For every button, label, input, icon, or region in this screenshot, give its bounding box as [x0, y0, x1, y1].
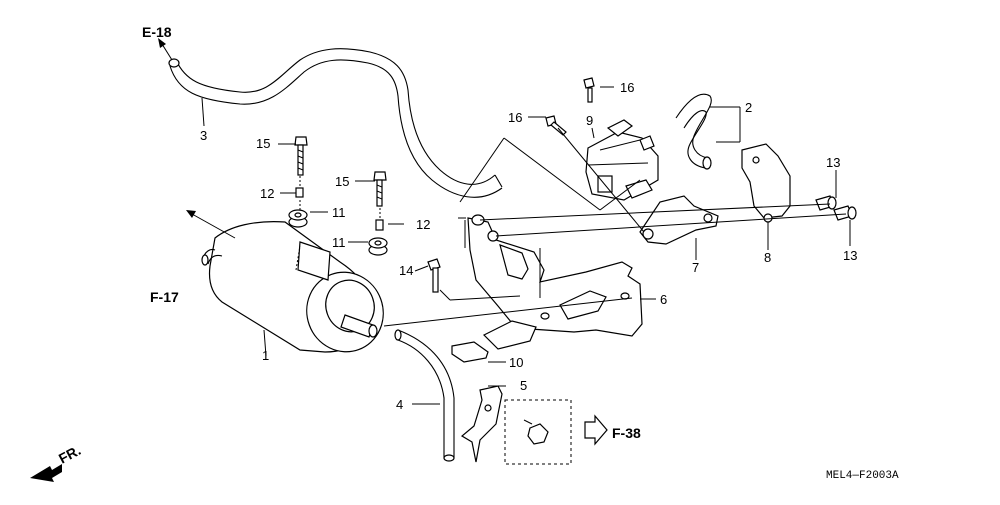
callout-1: 1 [262, 348, 269, 363]
callout-11-lower: 11 [332, 235, 346, 250]
ref-front: FR. [56, 442, 83, 467]
collar-12-left [295, 187, 304, 198]
ref-f17: F-17 [150, 289, 179, 305]
callout-12-right: 12 [416, 217, 430, 232]
mount-11-left [288, 209, 308, 228]
valve-9 [585, 119, 659, 201]
arrow-e18-icon [158, 38, 173, 61]
callout-2: 2 [745, 100, 752, 115]
bolt-13-upper [815, 195, 837, 211]
collar-12-right [375, 219, 384, 231]
callout-13-lower: 13 [843, 248, 857, 263]
bolt-16-lower [545, 115, 567, 136]
callout-15-left: 15 [256, 136, 270, 151]
callout-16-lower: 16 [508, 110, 522, 125]
callout-10: 10 [509, 355, 523, 370]
hose-4 [394, 329, 455, 462]
arrow-f17-icon [186, 210, 236, 239]
hose-2 [675, 93, 712, 170]
bracket-7 [639, 195, 719, 245]
callout-7: 7 [692, 260, 699, 275]
callout-3: 3 [200, 128, 207, 143]
bracket-6 [467, 214, 643, 350]
clip-5 [460, 385, 503, 463]
bracket-8 [741, 143, 791, 223]
canister-1 [201, 221, 384, 353]
detail-box [504, 399, 572, 465]
bolt-16-upper [583, 77, 595, 103]
callout-14: 14 [399, 263, 413, 278]
callout-9: 9 [586, 113, 593, 128]
callout-12-left: 12 [260, 186, 274, 201]
callout-13-upper: 13 [826, 155, 840, 170]
leader-lines [201, 86, 851, 405]
front-arrow-icon [30, 464, 62, 482]
diagram-code: MEL4—F2003A [826, 470, 899, 482]
bolt-15-left [294, 136, 308, 176]
ref-f38: F-38 [612, 425, 641, 441]
callout-6: 6 [660, 292, 667, 307]
callout-5: 5 [520, 378, 527, 393]
bolt-13-lower [833, 205, 857, 221]
callout-15-right: 15 [335, 174, 349, 189]
ref-e18: E-18 [142, 24, 172, 40]
bolt-15-right [373, 171, 387, 207]
mount-11-right [368, 237, 388, 256]
arrow-f38-icon [584, 414, 608, 446]
callout-16-upper: 16 [620, 80, 634, 95]
hose-3 [168, 48, 503, 198]
bolt-14 [427, 258, 441, 293]
callout-8: 8 [764, 250, 771, 265]
callout-4: 4 [396, 397, 403, 412]
pad-10 [451, 341, 489, 363]
callout-11-upper: 11 [332, 205, 346, 220]
